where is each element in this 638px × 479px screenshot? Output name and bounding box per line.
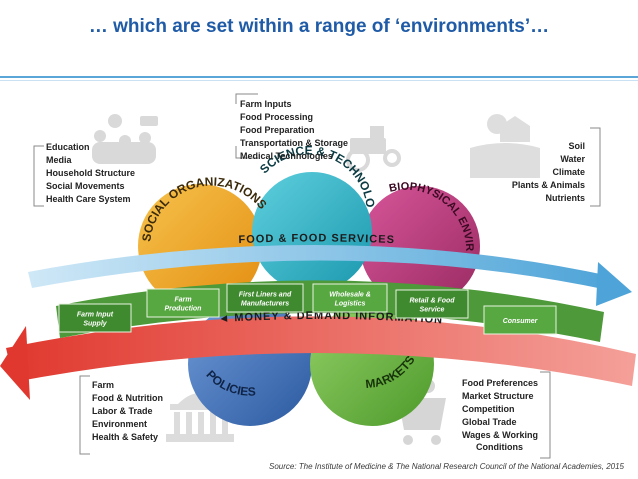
science-item: Farm Inputs	[240, 99, 292, 109]
markets-item: Wages & Working	[462, 430, 538, 440]
tractor-illustration-icon	[346, 126, 401, 172]
science-item: Food Processing	[240, 112, 313, 122]
science-item: Medical Technologies	[240, 151, 333, 161]
title-divider	[0, 76, 638, 78]
science-item: Transportation & Storage	[240, 138, 348, 148]
biophysical-environment-circle	[360, 186, 480, 306]
stage-label: Service	[420, 307, 445, 314]
markets-item: Market Structure	[462, 391, 534, 401]
people-illustration-icon	[92, 114, 158, 164]
money-arc-head	[0, 326, 30, 400]
social-item: Education	[46, 142, 90, 152]
social-item: Health Care System	[46, 194, 131, 204]
stage-label: Farm Input	[77, 312, 114, 319]
stage-block	[58, 303, 132, 333]
policies-list-box	[79, 375, 90, 455]
food-arrow-head	[596, 262, 632, 306]
stage-block	[146, 288, 220, 318]
food-arrow	[28, 244, 610, 290]
biophysical-item: Water	[560, 154, 585, 164]
title-divider-light	[0, 80, 638, 81]
policies-item: Environment	[92, 419, 147, 429]
policies-item: Labor & Trade	[92, 406, 153, 416]
social-list: Education Media Household Structure Soci…	[46, 142, 135, 204]
stage-label: Farm	[174, 297, 191, 304]
stage-block	[312, 283, 388, 313]
stage-label: Wholesale &	[329, 292, 371, 299]
biophysical-list-box	[590, 127, 601, 207]
markets-item: Conditions	[476, 442, 523, 452]
markets-item: Global Trade	[462, 417, 517, 427]
food-system-diagram: SOCIAL ORGANIZATIONS SCIENCE & TECHNOLOG…	[0, 86, 636, 459]
stage-block	[483, 305, 557, 335]
svg-text:◄ MONEY & DEMAND INFORMATION: ◄ MONEY & DEMAND INFORMATION	[218, 310, 443, 327]
stage-label: Manufacturers	[241, 301, 289, 308]
biophysical-item: Climate	[552, 167, 585, 177]
policies-list: Farm Food & Nutrition Labor & Trade Envi…	[92, 380, 163, 442]
slide-title: … which are set within a range of ‘envir…	[88, 16, 550, 37]
science-list-box	[235, 93, 258, 159]
policies-item: Food & Nutrition	[92, 393, 163, 403]
social-organizations-circle	[138, 184, 262, 308]
social-item: Household Structure	[46, 168, 135, 178]
stage-block	[226, 283, 304, 313]
stage-label: Consumer	[503, 318, 539, 325]
stage-label: Supply	[83, 321, 107, 328]
biophysical-item: Nutrients	[545, 193, 585, 203]
social-item: Social Movements	[46, 181, 125, 191]
markets-list-box	[540, 371, 551, 459]
social-item: Media	[46, 155, 73, 165]
stage-label: First Liners and	[239, 292, 292, 299]
svg-text:FOOD & FOOD SERVICES: FOOD & FOOD SERVICES	[238, 232, 395, 246]
science-technology-circle	[252, 172, 372, 292]
stage-label: Logistics	[335, 301, 366, 308]
science-item: Food Preparation	[240, 125, 315, 135]
source-citation: Source: The Institute of Medicine & The …	[268, 462, 624, 471]
social-list-box	[33, 145, 44, 207]
markets-item: Competition	[462, 404, 515, 414]
money-demand-label: ◄ MONEY & DEMAND INFORMATION	[218, 310, 442, 327]
farm-field-illustration-icon	[470, 114, 540, 178]
markets-list: Food Preferences Market Structure Compet…	[462, 378, 538, 452]
policies-item: Farm	[92, 380, 114, 390]
stage-block	[395, 289, 469, 319]
biophysical-list: Soil Water Climate Plants & Animals Nutr…	[512, 141, 586, 203]
money-arc	[6, 316, 636, 386]
stage-label: Retail & Food	[409, 298, 455, 305]
biophysical-item: Plants & Animals	[512, 180, 585, 190]
policies-item: Health & Safety	[92, 432, 158, 442]
biophysical-item: Soil	[568, 141, 585, 151]
stage-label: Production	[165, 306, 202, 313]
food-services-label: FOOD & FOOD SERVICES	[238, 232, 394, 246]
science-list: Farm Inputs Food Processing Food Prepara…	[240, 99, 348, 161]
markets-item: Food Preferences	[462, 378, 538, 388]
